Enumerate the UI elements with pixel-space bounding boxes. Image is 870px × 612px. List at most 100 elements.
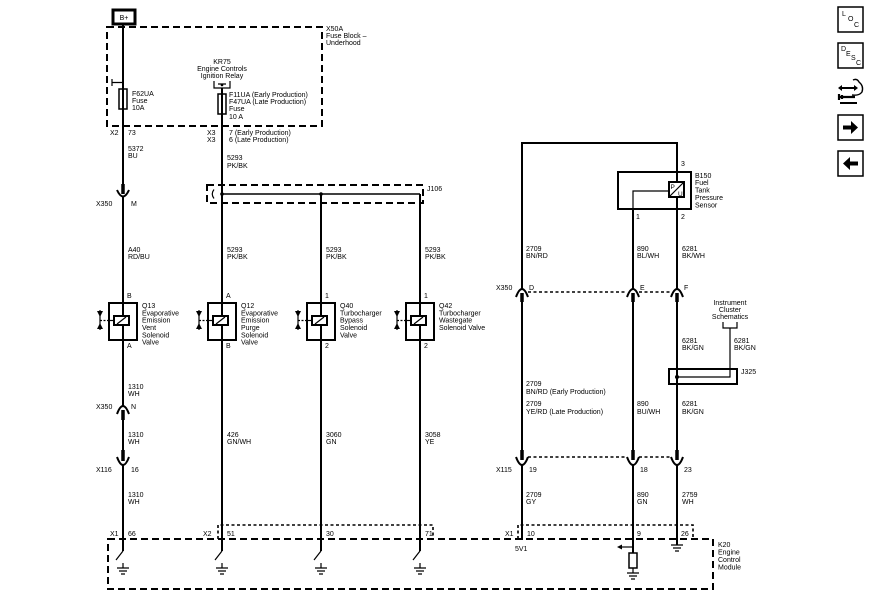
pin-label: 3: [681, 161, 685, 168]
actuator-icon: [196, 310, 208, 330]
pin-label: B: [226, 343, 231, 350]
component-id: Q12: [241, 303, 254, 310]
connector-label: X115: [496, 467, 512, 474]
power-source-b-plus: B+: [111, 8, 137, 26]
wire-number: 5372: [128, 146, 144, 153]
location-view-button[interactable]: L O C: [837, 6, 864, 33]
splice-label: J106: [427, 186, 442, 193]
q42-turbocharger-wastegate-solenoid: 1 2 Q42 Turbocharger Wastegate Solenoid …: [394, 293, 485, 350]
connector-cup-icon: [515, 288, 529, 298]
wire-number: 2709: [526, 246, 542, 253]
desc-letter: C: [856, 60, 861, 67]
pin-label: 2: [681, 214, 685, 221]
pin-label: 73: [128, 130, 136, 137]
pin-label: 1: [424, 293, 428, 300]
wire-color: PK/BK: [227, 163, 248, 170]
wire-color: BL/WH: [637, 253, 659, 260]
splice-pack-outline: [206, 184, 424, 204]
pin-label: 30: [326, 531, 334, 538]
wire-number: 5293: [425, 247, 441, 254]
relay-name: Engine Controls: [197, 66, 247, 73]
wire-color: BU: [128, 153, 138, 160]
wire-6281-cluster: [677, 328, 731, 378]
wire-color: GN: [326, 439, 337, 446]
pin-label: 66: [128, 531, 136, 538]
connector-label: X3: [207, 130, 216, 137]
relay-contact-dot: [220, 83, 224, 87]
component-name: Solenoid Valve: [439, 325, 485, 332]
wire-number: 3058: [425, 432, 441, 439]
connector-label: X350: [96, 201, 112, 208]
module-outline: [107, 538, 714, 590]
wire-color: WH: [128, 439, 140, 446]
previous-page-button[interactable]: [837, 150, 864, 177]
pin-label: 18: [640, 467, 648, 474]
reference-link-text: Schematics: [712, 314, 749, 321]
component-name: Solenoid: [241, 332, 268, 339]
low-side-driver-switch-icon: [313, 550, 327, 575]
connector-cup-icon: [116, 405, 130, 415]
connector-label: X1: [110, 531, 119, 538]
pin-label: 2: [424, 343, 428, 350]
component-name: Emission: [241, 318, 270, 325]
wire-number: 6281: [682, 401, 698, 408]
fuse-label: Fuse: [229, 106, 245, 113]
sensor-body: [617, 171, 692, 210]
splice-label: J325: [741, 369, 756, 376]
component-name: Evaporative: [241, 310, 278, 317]
wire-color: YE: [425, 439, 435, 446]
b150-fuel-tank-pressure-sensor: P U 3 1 2 B150 Fuel Tank Pressure Sensor: [617, 161, 723, 221]
module-id: K20: [718, 542, 731, 549]
component-id: Q42: [439, 303, 452, 310]
fuse-rating: 10A: [132, 105, 145, 112]
next-page-button[interactable]: [837, 114, 864, 141]
connector-x2-housing: [217, 524, 434, 539]
wire-number: 1310: [128, 432, 144, 439]
wire-number: 1310: [128, 492, 144, 499]
wire-color: BK/GN: [682, 345, 704, 352]
wire-number: 2709: [526, 401, 542, 408]
component-body: [405, 302, 435, 341]
instrument-cluster-reference: Instrument Cluster Schematics: [675, 300, 749, 379]
component-name: Fuel: [695, 180, 709, 187]
transducer-symbol: U: [678, 191, 683, 198]
wrench-and-arrows-icon: [837, 78, 864, 104]
reference-voltage-label: 5V1: [515, 546, 528, 553]
coil-diagonal: [215, 316, 226, 325]
wire-number: 6281: [734, 338, 750, 345]
k20-engine-control-module: X1 66 X2 51 30 71 X1 10 9 26 5V1 K20 Eng…: [107, 524, 741, 590]
component-name: Tank: [695, 188, 710, 195]
module-name: Engine: [718, 550, 740, 557]
pin-label: 19: [529, 467, 537, 474]
connector-label: X350: [496, 285, 512, 292]
wire-number: 5293: [326, 247, 342, 254]
component-name: Valve: [340, 332, 357, 339]
component-connector-view-button[interactable]: [837, 78, 864, 104]
coil-diagonal: [314, 316, 325, 325]
wire-color: WH: [128, 499, 140, 506]
wire-number: A40: [128, 247, 141, 254]
pin-label: F: [684, 285, 688, 292]
fuse-block-name: Underhood: [326, 40, 361, 47]
wire-number: 2709: [526, 381, 542, 388]
connector-x350-right: X350 D E F: [496, 285, 688, 302]
pin-label: D: [529, 285, 534, 292]
wire-color: YE/RD (Late Production): [526, 409, 603, 416]
component-name: Sensor: [695, 203, 718, 210]
component-id: B150: [695, 173, 711, 180]
low-side-driver-switch-icon: [214, 550, 228, 575]
component-name: Bypass: [340, 318, 363, 325]
pin-label: 6 (Late Production): [229, 137, 289, 144]
q12-evaporative-emission-purge-solenoid: A B Q12 Evaporative Emission Purge Solen…: [196, 293, 278, 350]
low-side-driver-switch-icon: [412, 550, 426, 575]
desc-letter: S: [851, 55, 856, 62]
connector-cup-icon: [670, 288, 684, 298]
pin-label: 7 (Early Production): [229, 130, 291, 137]
wire-color: GY: [526, 499, 536, 506]
wire-number: 2709: [526, 492, 542, 499]
description-view-button[interactable]: D E S C: [837, 42, 864, 69]
module-name: Control: [718, 557, 741, 564]
coil-diagonal: [116, 316, 127, 325]
splice-j325: J325: [668, 368, 756, 385]
